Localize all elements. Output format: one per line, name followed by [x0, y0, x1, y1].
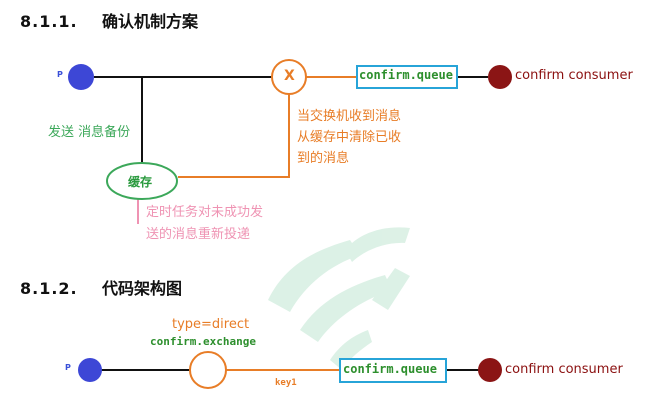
exchange-node: [189, 351, 227, 389]
clear-note-line: 从缓存中清除已收: [297, 130, 402, 145]
producer-label: P: [57, 70, 63, 79]
producer-node: [78, 358, 102, 382]
retry-note-line: 定时任务对未成功发: [146, 205, 264, 220]
queue-box: [339, 358, 447, 383]
send-backup-note: 发送 消息备份: [48, 125, 131, 140]
exchange-cache-line: [178, 94, 290, 178]
clear-cache-note: 当交换机收到消息 从缓存中清除已收 到的消息: [297, 106, 401, 169]
exchange-name-label: confirm.exchange: [150, 335, 256, 348]
queue-label: confirm.queue: [359, 68, 453, 82]
producer-label: P: [65, 363, 71, 372]
consumer-label: confirm consumer: [505, 362, 623, 377]
section-number: 8.1.2.: [20, 279, 78, 298]
clear-note-line: 到的消息: [297, 151, 350, 166]
exchange-label: X: [284, 68, 295, 84]
section-heading-confirm-scheme: 8.1.1. 确认机制方案: [20, 8, 198, 32]
section-title: 确认机制方案: [102, 12, 199, 31]
queue-label: confirm.queue: [343, 362, 437, 376]
retry-note-line: 送的消息重新投递: [146, 227, 251, 242]
producer-node: [68, 64, 94, 90]
section-heading-code-architecture: 8.1.2. 代码架构图: [20, 275, 182, 299]
section-title: 代码架构图: [102, 279, 183, 298]
exchange-type-label: type=direct: [172, 317, 250, 332]
consumer-node: [478, 358, 502, 382]
consumer-node: [488, 65, 512, 89]
cache-label: 缓存: [128, 175, 153, 189]
clear-note-line: 当交换机收到消息: [297, 109, 402, 124]
routing-key-label: key1: [275, 378, 297, 388]
consumer-label: confirm consumer: [515, 68, 633, 83]
retry-note: 定时任务对未成功发 送的消息重新投递: [146, 202, 263, 246]
exchange-node: [271, 59, 307, 95]
section-number: 8.1.1.: [20, 12, 78, 31]
cache-node: [106, 162, 178, 200]
queue-box: [356, 65, 458, 89]
